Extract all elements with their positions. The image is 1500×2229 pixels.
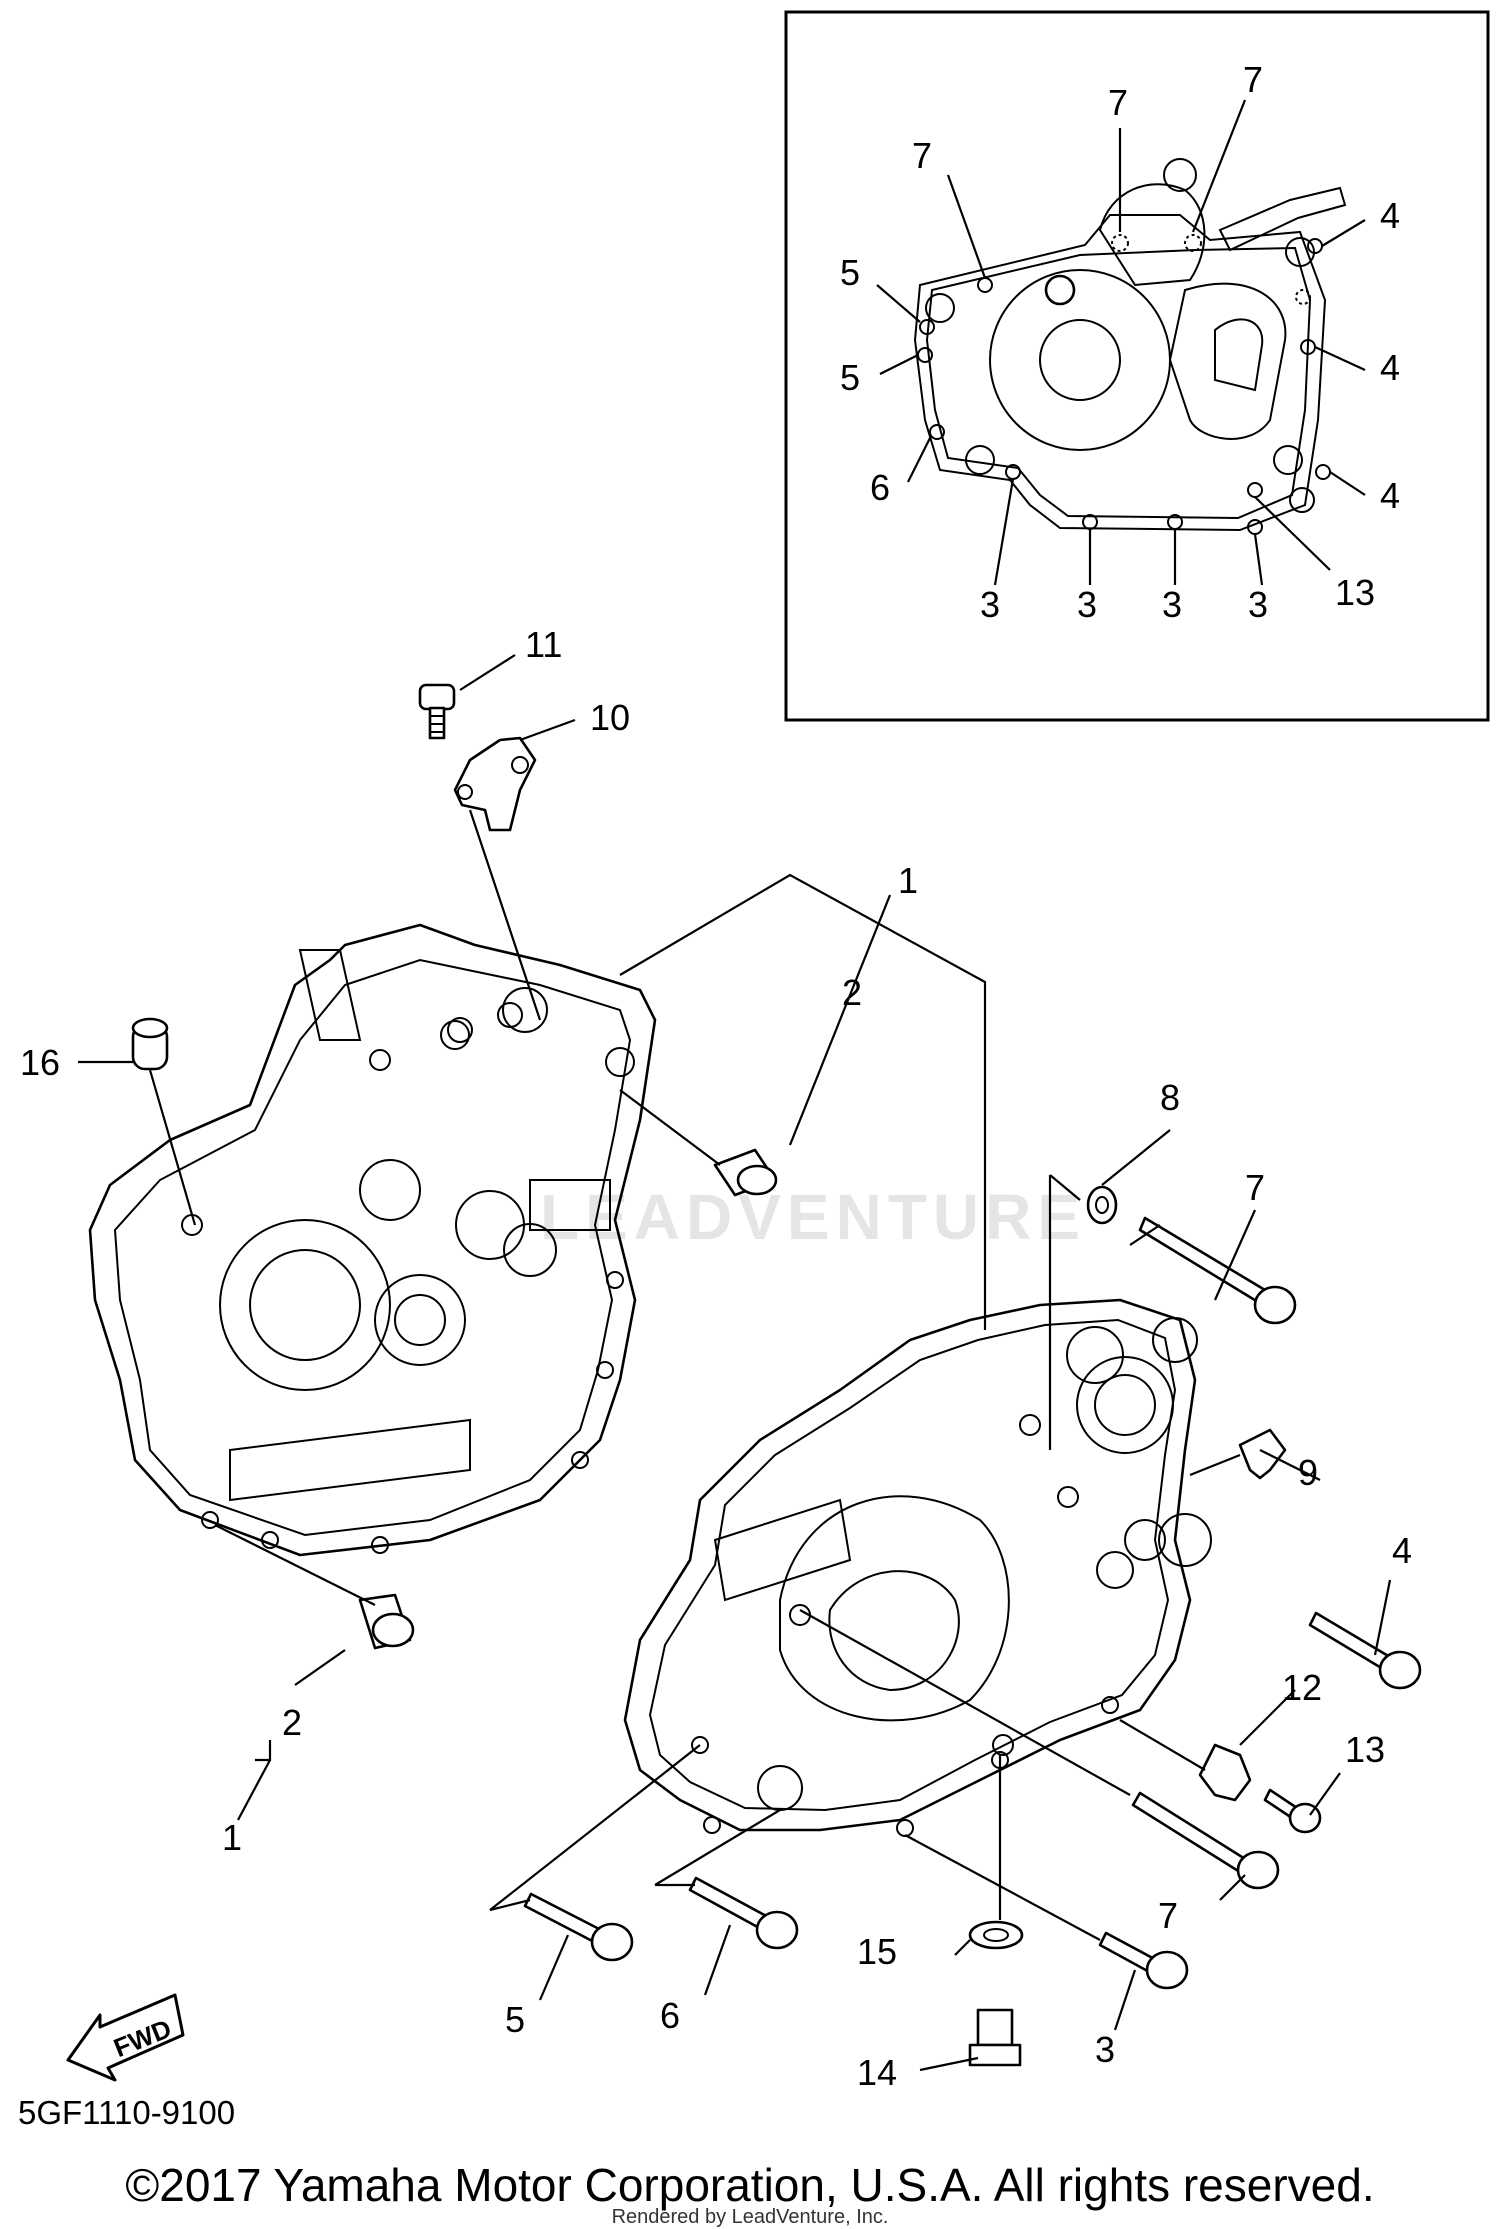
part-7-bolt-upper — [1138, 1216, 1297, 1325]
callout-7-upper: 7 — [1245, 1167, 1265, 1208]
callout-8: 8 — [1160, 1077, 1180, 1118]
part-11-bolt — [418, 683, 456, 740]
inset-callout-4b: 4 — [1380, 347, 1400, 388]
callout-15: 15 — [857, 1931, 897, 1972]
callout-6: 6 — [660, 1995, 680, 2036]
inset-callout-5b: 5 — [840, 357, 860, 398]
callout-4: 4 — [1392, 1530, 1412, 1571]
left-crankcase — [88, 923, 657, 1557]
part-7-bolt-lower — [1131, 1791, 1280, 1890]
callout-14: 14 — [857, 2052, 897, 2093]
callout-9: 9 — [1298, 1452, 1318, 1493]
part-16-dowel — [131, 1017, 169, 1071]
inset-callout-7c: 7 — [912, 135, 932, 176]
callout-5: 5 — [505, 1999, 525, 2040]
inset-callout-7a: 7 — [1108, 82, 1128, 123]
fwd-arrow-icon: FWD — [66, 1993, 185, 2082]
callout-3: 3 — [1095, 2029, 1115, 2070]
part-15-washer — [968, 1920, 1024, 1950]
callout-7-lower: 7 — [1158, 1895, 1178, 1936]
inset-callout-5a: 5 — [840, 252, 860, 293]
callout-2-bottom: 2 — [282, 1702, 302, 1743]
copyright-notice: ©2017 Yamaha Motor Corporation, U.S.A. A… — [125, 2159, 1375, 2211]
callout-12: 12 — [1282, 1667, 1322, 1708]
right-crankcase — [623, 1298, 1212, 1837]
render-credit: Rendered by LeadVenture, Inc. — [611, 2206, 889, 2228]
part-10-bracket — [453, 736, 537, 832]
inset-callout-7b: 7 — [1243, 59, 1263, 100]
part-3-bolt — [1098, 1931, 1189, 1990]
inset-callout-6: 6 — [870, 467, 890, 508]
callout-1-top: 1 — [898, 860, 918, 901]
part-4-bolt — [1308, 1611, 1422, 1690]
inset-frame — [784, 10, 1490, 722]
main-leader-lines — [78, 654, 1392, 2072]
inset-callout-3b: 3 — [1077, 584, 1097, 625]
part-12-clamp — [1198, 1743, 1252, 1802]
callout-1-bottom: 1 — [222, 1817, 242, 1858]
watermark-logo: LEADVENTURE — [540, 1181, 1087, 1253]
inset-callout-4c: 4 — [1380, 475, 1400, 516]
callout-10: 10 — [590, 697, 630, 738]
callout-11: 11 — [525, 624, 562, 665]
inset-callout-4a: 4 — [1380, 195, 1400, 236]
part-8-washer — [1086, 1185, 1118, 1225]
inset-callout-3c: 3 — [1162, 584, 1182, 625]
part-2-dowel-upper — [713, 1148, 778, 1197]
callout-13: 13 — [1345, 1729, 1385, 1770]
inset-callout-3a: 3 — [980, 584, 1000, 625]
part-6-bolt — [688, 1876, 799, 1950]
diagram-code: 5GF1110-9100 — [18, 2094, 236, 2131]
callout-2-top: 2 — [842, 972, 862, 1013]
part-5-bolt — [523, 1892, 634, 1962]
inset-callout-13: 13 — [1335, 572, 1375, 613]
part-9-clip — [1238, 1428, 1287, 1480]
inset-callout-3d: 3 — [1248, 584, 1268, 625]
part-2-dowel-lower — [358, 1593, 415, 1650]
callout-16: 16 — [20, 1042, 60, 1083]
part-14-drain-plug — [968, 2008, 1022, 2067]
inset-detail — [784, 10, 1490, 722]
inset-callouts: 7 7 7 4 5 5 4 6 4 3 3 3 3 13 — [840, 59, 1400, 625]
main-callouts: 11 10 1 2 16 8 7 9 4 12 13 2 1 7 15 5 6 … — [20, 624, 1412, 2093]
